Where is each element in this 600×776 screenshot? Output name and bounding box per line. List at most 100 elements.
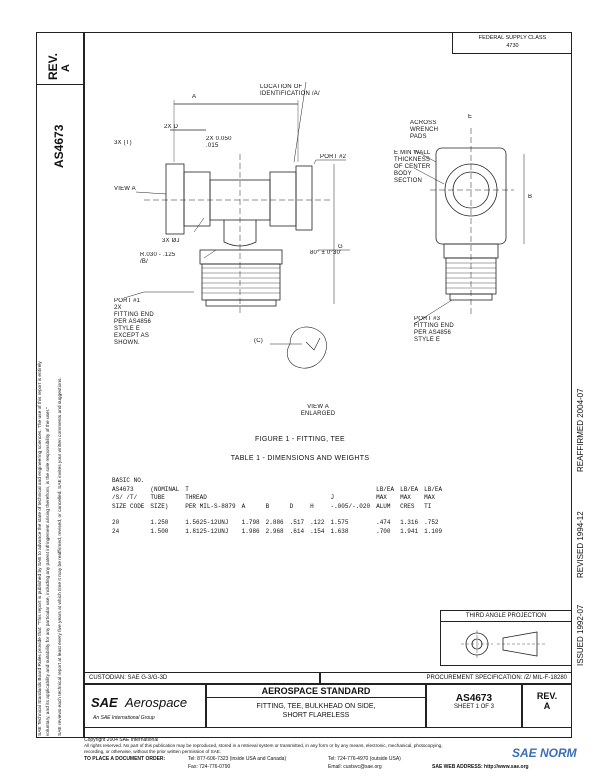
- table-header-row: /S/ /T/TUBE THREAD J MAX MAX MAX: [112, 494, 448, 503]
- drawing-frame: [84, 32, 572, 738]
- port-3-label: PORT #3 FITTING END PER AS4856 STYLE E: [414, 316, 454, 343]
- tel-inside: Tel: 877-606-7323 (inside USA and Canada…: [188, 756, 287, 762]
- procurement-box: PROCUREMENT SPECIFICATION: /Z/ MIL-F-182…: [320, 672, 572, 684]
- table-cell: .752: [424, 519, 439, 526]
- copyright: Copyright 2004 SAE International: [84, 737, 159, 743]
- table-cell: .517: [289, 519, 305, 526]
- title-box: AEROSPACE STANDARD FITTING, TEE, BULKHEA…: [206, 684, 426, 728]
- table-header-cell: LB/EA: [400, 485, 419, 493]
- table-header-cell: [242, 486, 266, 495]
- table-header-cell: [400, 477, 424, 486]
- angle-label: 80° ± 0°30': [310, 250, 342, 256]
- dim-d-label: 2X D: [164, 124, 179, 130]
- view-a-enlarged-label: VIEW A ENLARGED: [300, 404, 336, 417]
- table-cell: .154: [310, 527, 325, 535]
- side-rev-label: REV.: [46, 53, 60, 80]
- table-cell: 1.5625-12UNJ: [185, 519, 229, 526]
- table-header-cell: T: [185, 485, 189, 493]
- dim-a-label: A: [192, 94, 197, 100]
- table-cell: 1.575: [330, 519, 349, 526]
- dim-t-label: 3X (T): [114, 140, 132, 146]
- table-header-cell: B: [265, 502, 270, 510]
- table-header-cell: H: [310, 502, 314, 510]
- table-header-cell: PER MIL-S-8879: [185, 502, 236, 510]
- table-cell: .700: [376, 527, 391, 535]
- table-header-cell: [424, 477, 448, 486]
- table-spacer: [112, 511, 448, 519]
- fax: Fax: 724-776-0790: [188, 764, 231, 770]
- hole-label: 3X ØJ: [162, 238, 180, 244]
- table-header-cell: /S/ /T/: [112, 494, 138, 501]
- table-cell: 2.886: [265, 519, 284, 526]
- table-header-cell: [242, 477, 266, 486]
- aerospace-standard: AEROSPACE STANDARD: [207, 685, 425, 698]
- table-cell: 1.638: [330, 527, 349, 535]
- procurement-text: PROCUREMENT SPECIFICATION: /Z/ MIL-F-182…: [426, 675, 567, 681]
- side-doc-number: AS4673: [52, 124, 66, 168]
- rev-box: REV. A: [522, 684, 572, 728]
- table-header-cell: TUBE: [150, 494, 165, 501]
- revised-date: REVISED 1994-12: [576, 511, 585, 578]
- dim-c-label: (C): [254, 338, 263, 344]
- rights-line-1: All rights reserved. No part of this pub…: [84, 743, 443, 748]
- table-header-cell: MAX: [376, 494, 387, 501]
- radius-label: R.030 - .125 /B/: [140, 252, 176, 265]
- table-header-cell: [266, 486, 290, 495]
- logo-sae: SAE: [91, 695, 118, 710]
- table-header-cell: AS4673: [112, 485, 134, 493]
- issued-date: ISSUED 1992-07: [576, 604, 585, 666]
- table-header-cell: [330, 486, 376, 495]
- document-title: FITTING, TEE, BULKHEAD ON SIDE, SHORT FL…: [256, 703, 376, 719]
- table-header-cell: [290, 494, 310, 503]
- location-ident-label: LOCATION OF IDENTIFICATION /A/: [260, 84, 320, 97]
- table-header-cell: MAX: [424, 494, 435, 501]
- table-header-cell: MAX: [400, 494, 411, 501]
- table-cell: 1.109: [424, 527, 443, 535]
- across-wrench-label: ACROSS WRENCH PADS: [410, 120, 439, 140]
- table-header-cell: THREAD: [185, 494, 207, 501]
- bottom-thread: [201, 263, 281, 301]
- table-header-cell: SIZE CODE: [112, 502, 145, 510]
- disclaimer-line-3: SAE reviews each technical report at lea…: [58, 377, 63, 736]
- table-header-cell: D: [289, 502, 294, 510]
- custodian-box: CUSTODIAN: SAE G-3/G-3D: [84, 672, 320, 684]
- rights-line-2: recording, or otherwise, without the pri…: [84, 749, 222, 754]
- sheet-number: SHEET 1 OF 3: [454, 704, 494, 710]
- table-header-cell: TI: [424, 502, 432, 510]
- federal-supply-label: FEDERAL SUPPLY CLASS: [478, 35, 547, 41]
- dim-e-label: E: [468, 114, 473, 120]
- rev-value: A: [543, 701, 551, 711]
- order-label: TO PLACE A DOCUMENT ORDER:: [84, 756, 166, 762]
- dim-050-label: 2X 0.050 .015: [206, 136, 232, 149]
- dim-g-label: G: [338, 244, 343, 250]
- third-angle-title: THIRD ANGLE PROJECTION: [441, 611, 571, 622]
- table-caption: TABLE 1 - DIMENSIONS AND WEIGHTS: [230, 455, 370, 462]
- table-header-cell: [330, 477, 376, 486]
- table-header-cell: [290, 477, 310, 486]
- table-header-cell: [290, 486, 310, 495]
- fitting-tee-drawing: LOCATION OF IDENTIFICATION /A/ A 2X D 3X…: [114, 81, 532, 417]
- rev-label: REV.: [536, 691, 558, 701]
- left-port-flange: [165, 163, 185, 235]
- table-cell: .474: [376, 519, 391, 526]
- watermark-logo: SAE NORM: [512, 746, 577, 760]
- table-header-cell: LB/EA: [376, 485, 395, 493]
- side-panel: [36, 32, 84, 738]
- table-header-cell: [185, 477, 241, 486]
- table-header-cell: CRES: [400, 502, 415, 510]
- table-header-cell: [266, 494, 290, 503]
- table-header-cell: [310, 494, 330, 503]
- table-cell: 1.8125-12UNJ: [185, 527, 229, 535]
- table-cell: 2.968: [265, 527, 284, 535]
- email: Email: custsvc@sae.org: [328, 764, 382, 770]
- table-header-row: BASIC NO.: [112, 477, 448, 486]
- table-cell: 20: [112, 519, 120, 526]
- table-header-cell: J: [330, 494, 335, 501]
- third-angle-box: THIRD ANGLE PROJECTION: [440, 610, 572, 666]
- view-a-label: VIEW A: [114, 186, 136, 192]
- table-cell: 24: [112, 527, 120, 535]
- side-rev-value: A: [60, 64, 72, 72]
- table-header-cell: [310, 486, 330, 495]
- table-header-cell: A: [241, 502, 246, 510]
